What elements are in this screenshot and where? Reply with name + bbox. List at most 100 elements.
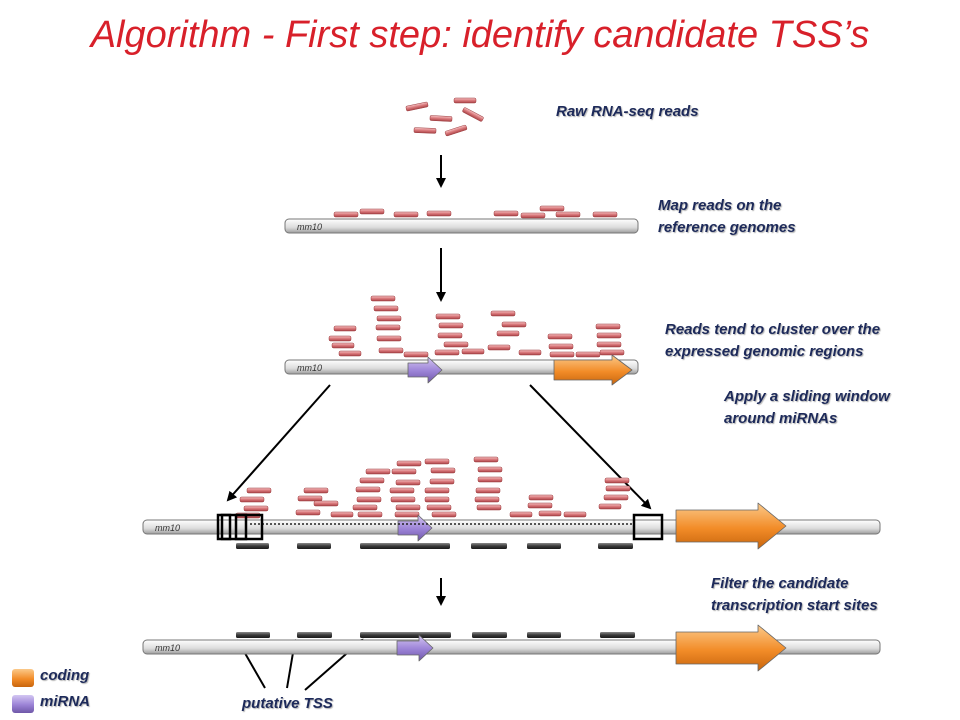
read: [592, 211, 618, 218]
read: [303, 487, 329, 494]
read: [359, 477, 385, 484]
read: [393, 211, 419, 218]
read: [461, 348, 485, 355]
step-filter: Filter the candidate transcription start…: [711, 575, 878, 614]
read: [330, 511, 354, 518]
read: [501, 321, 527, 328]
read: [598, 503, 622, 510]
read: [413, 127, 437, 134]
read: [429, 115, 453, 122]
read: [596, 332, 622, 339]
filtered-tss-block: [297, 632, 332, 638]
candidate-tss-block: [527, 543, 561, 549]
window-box-3: [234, 513, 264, 541]
read: [444, 124, 468, 137]
read: [520, 212, 546, 219]
read: [487, 344, 511, 351]
genome-bar: [284, 359, 639, 375]
read: [295, 509, 321, 516]
read: [338, 350, 362, 357]
read: [395, 504, 421, 511]
window-box-end: [632, 513, 664, 541]
candidate-tss-block: [471, 543, 507, 549]
read: [239, 496, 265, 503]
filtered-tss-block: [600, 632, 635, 638]
step-sliding-window: Apply a sliding window around miRNAs: [724, 388, 890, 427]
read: [376, 335, 402, 342]
mirna-arrow: [397, 514, 433, 542]
read: [528, 494, 554, 501]
filtered-tss-block: [472, 632, 507, 638]
read: [355, 486, 381, 493]
read: [438, 322, 464, 329]
read: [435, 313, 461, 320]
genome-bar: [284, 218, 639, 234]
read: [462, 107, 484, 122]
read: [375, 324, 401, 331]
read: [424, 487, 450, 494]
page-title: Algorithm - First step: identify candida…: [90, 14, 870, 56]
coding-arrow: [553, 354, 633, 386]
mirna-arrow: [396, 634, 434, 662]
window-box-2: [220, 513, 248, 541]
genome-label: mm10: [155, 523, 180, 533]
mirna-arrow: [407, 356, 443, 384]
read: [509, 511, 533, 518]
read: [549, 351, 575, 358]
read: [555, 211, 581, 218]
step-cluster: Reads tend to cluster over the expressed…: [665, 321, 881, 360]
zoom-arrow-left: [226, 384, 331, 502]
read: [476, 504, 502, 511]
step-raw-reads: Raw RNA-seq reads: [556, 103, 699, 120]
read: [313, 500, 339, 507]
read: [331, 342, 355, 349]
read: [357, 511, 383, 518]
read: [243, 505, 269, 512]
filtered-tss-block: [236, 632, 270, 638]
step-map-reads: Map reads on the reference genomes: [658, 197, 796, 236]
read: [527, 502, 553, 509]
read: [390, 496, 416, 503]
genome-label: mm10: [155, 643, 180, 653]
candidate-tss-block: [236, 543, 269, 549]
read: [352, 504, 378, 511]
read: [405, 101, 429, 112]
legend-mirna-label: miRNA: [40, 693, 91, 710]
read: [563, 511, 587, 518]
read: [453, 97, 477, 104]
read: [490, 310, 516, 317]
read: [391, 468, 417, 475]
zoom-arrow-right: [529, 384, 652, 510]
read: [475, 487, 501, 494]
filtered-tss-block: [527, 632, 561, 638]
read: [389, 487, 415, 494]
filtered-tss-block: [360, 632, 451, 638]
putative-tss-label: putative TSS: [242, 695, 333, 712]
read: [359, 208, 385, 215]
read: [437, 332, 463, 339]
read: [429, 478, 455, 485]
candidate-tss-block: [598, 543, 633, 549]
read: [376, 315, 402, 322]
read: [539, 205, 565, 212]
legend-coding-label: coding: [40, 667, 90, 684]
read: [246, 487, 272, 494]
coding-arrow: [675, 502, 787, 550]
candidate-tss-block: [297, 543, 331, 549]
read: [496, 330, 520, 337]
read: [547, 333, 573, 340]
read: [333, 211, 359, 218]
read: [297, 495, 323, 502]
read: [395, 479, 421, 486]
read: [431, 511, 457, 518]
read: [328, 335, 352, 342]
read: [333, 325, 357, 332]
read: [434, 349, 460, 356]
legend-mirna-swatch: [12, 695, 34, 713]
read: [426, 210, 452, 217]
read: [426, 504, 452, 511]
read: [477, 476, 503, 483]
read: [365, 468, 391, 475]
read: [605, 485, 631, 492]
read: [477, 466, 503, 473]
